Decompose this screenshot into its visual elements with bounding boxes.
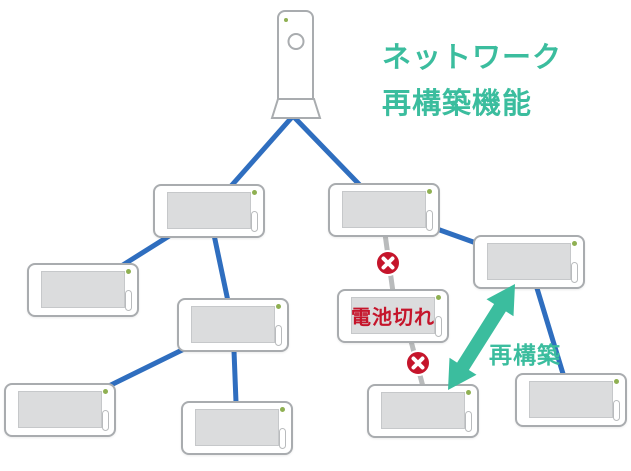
phone-orphaned: [367, 384, 479, 438]
phone-led-icon: [280, 407, 285, 412]
x-cross-icon: [381, 256, 395, 270]
broken-link-icon: [375, 250, 401, 276]
phone-led-icon: [103, 389, 108, 394]
phone-side-button: [125, 290, 132, 311]
phone-screen: [18, 391, 102, 428]
phone-screen: 電池切れ: [351, 297, 435, 334]
phone-screen: [191, 306, 275, 343]
phone-left-grandchild-2: [181, 401, 293, 455]
phone-led-icon: [126, 269, 131, 274]
phone-screen: [487, 243, 571, 280]
base-station: [277, 10, 314, 103]
base-station-button-icon: [287, 33, 304, 50]
phone-screen: [167, 192, 251, 229]
phone-side-button: [571, 262, 578, 283]
phone-left-grandchild-1: [4, 383, 116, 437]
phone-led-icon: [436, 295, 441, 300]
phone-side-button: [426, 210, 433, 231]
base-station-led-icon: [284, 18, 288, 22]
phone-side-button: [465, 411, 472, 432]
title-line1: ネットワーク: [382, 40, 563, 74]
phone-right: [328, 183, 440, 237]
phone-screen: [195, 409, 279, 446]
phone-led-icon: [614, 379, 619, 384]
base-station-stand: [270, 98, 322, 119]
phone-side-button: [102, 410, 109, 431]
phone-led-icon: [252, 190, 257, 195]
phone-side-button: [613, 400, 620, 421]
phone-side-button: [275, 325, 282, 346]
battery-dead-label: 電池切れ: [351, 305, 435, 329]
phone-left: [153, 184, 265, 238]
phone-screen: [529, 381, 613, 418]
phone-led-icon: [572, 241, 577, 246]
phone-side-button: [279, 428, 286, 449]
x-cross-icon: [411, 356, 425, 370]
phone-battery-dead: 電池切れ: [337, 289, 449, 343]
phone-screen: [41, 271, 125, 308]
phone-side-button: [251, 211, 258, 232]
phone-right-grandchild: [515, 373, 627, 427]
phone-led-icon: [276, 304, 281, 309]
rebuild-label: 再構築: [489, 343, 561, 369]
phone-led-icon: [427, 189, 432, 194]
phone-left-child-2: [177, 298, 289, 352]
phone-left-child-1: [27, 263, 139, 317]
phone-side-button: [435, 316, 442, 337]
phone-screen: [342, 191, 426, 228]
phone-led-icon: [466, 390, 471, 395]
title-line2: 再構築機能: [382, 86, 533, 120]
phone-right-child: [473, 235, 585, 289]
broken-link-icon: [405, 350, 431, 376]
phone-screen: [381, 392, 465, 429]
page-title: ネットワーク 再構築機能: [382, 34, 562, 126]
